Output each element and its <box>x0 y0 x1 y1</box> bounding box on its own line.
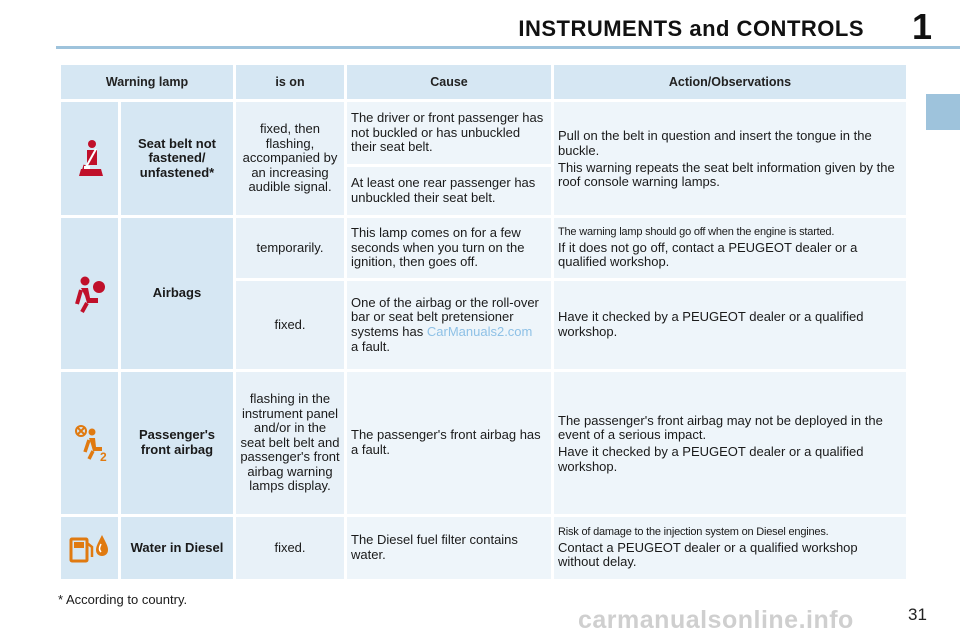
is-on-airbags-fixed: fixed. <box>236 281 344 369</box>
action-water-in-diesel-note: Risk of damage to the injection system o… <box>558 526 829 539</box>
action-airbags-1: The warning lamp should go off when the … <box>554 218 906 278</box>
is-on-water-in-diesel: fixed. <box>236 517 344 579</box>
passenger-airbag-off-icon: 2 <box>61 372 118 514</box>
page-title: INSTRUMENTS and CONTROLS <box>518 16 864 41</box>
table-row: Airbags temporarily. This lamp comes on … <box>61 218 906 369</box>
table-header-row: Warning lamp is on Cause Action/Observat… <box>61 65 906 99</box>
column-header-action: Action/Observations <box>554 65 906 99</box>
svg-text:2: 2 <box>100 450 107 463</box>
column-header-is-on: is on <box>236 65 344 99</box>
page-number: 31 <box>908 605 927 624</box>
airbag-icon <box>61 218 118 369</box>
cause-seat-belt-front: The driver or front passenger has not bu… <box>347 102 551 164</box>
action-seat-belt-text-1: Pull on the belt in question and insert … <box>558 128 872 158</box>
site-watermark: carmanualsonline.info <box>578 606 854 634</box>
action-passenger-airbag-text-1: The passenger's front airbag may not be … <box>558 412 883 443</box>
lamp-name-airbags: Airbags <box>121 218 233 369</box>
lamp-name-water-in-diesel: Water in Diesel <box>121 517 233 579</box>
column-header-cause: Cause <box>347 65 551 99</box>
is-on-seat-belt: fixed, then flashing, accompanied by an … <box>236 102 344 215</box>
cause-passenger-airbag: The passenger's front airbag has a fault… <box>347 372 551 514</box>
action-seat-belt-text-2: This warning repeats the seat belt infor… <box>558 159 895 190</box>
action-passenger-airbag: The passenger's front airbag may not be … <box>554 372 906 514</box>
warning-lamps-table: Warning lamp is on Cause Action/Observat… <box>58 62 909 582</box>
action-water-in-diesel-text: Contact a PEUGEOT dealer or a qualified … <box>558 539 858 570</box>
header-divider <box>56 46 960 49</box>
cause-airbags-fault-text: One of the airbag or the roll-over bar o… <box>351 294 539 339</box>
lamp-name-seat-belt: Seat belt not fastened/ unfastened* <box>121 102 233 215</box>
is-on-airbags-temporarily: temporarily. <box>236 218 344 278</box>
is-on-passenger-airbag: flashing in the instrument panel and/or … <box>236 372 344 514</box>
table-row: fixed. One of the airbag or the roll-ove… <box>61 281 906 369</box>
cause-airbags-fault-tail: a fault. <box>351 338 391 354</box>
table-row: At least one rear passenger has unbuckle… <box>61 167 906 215</box>
chapter-tab <box>926 94 960 130</box>
action-airbags-2: Have it checked by a PEUGEOT dealer or a… <box>554 281 906 369</box>
column-header-warning-lamp: Warning lamp <box>61 65 233 99</box>
action-passenger-airbag-text-2: Have it checked by a PEUGEOT dealer or a… <box>558 444 864 474</box>
table-row: Seat belt not fastened/ unfastened* fixe… <box>61 102 906 215</box>
action-airbags-text-1: If it does not go off, contact a PEUGEOT… <box>558 239 858 270</box>
action-water-in-diesel: Risk of damage to the injection system o… <box>554 517 906 579</box>
chapter-number: 1 <box>911 6 932 47</box>
water-in-diesel-icon <box>61 517 118 579</box>
footnote: * According to country. <box>58 592 188 607</box>
cause-airbags-fault: One of the airbag or the roll-over bar o… <box>347 281 551 369</box>
carmanuals-watermark: CarManuals2.com <box>426 324 533 339</box>
action-airbags-note: The warning lamp should go off when the … <box>558 226 835 239</box>
cause-water-in-diesel: The Diesel fuel filter contains water. <box>347 517 551 579</box>
cause-seat-belt-rear: At least one rear passenger has unbuckle… <box>347 167 551 215</box>
seat-belt-icon <box>61 102 118 215</box>
table-row: Water in Diesel fixed. The Diesel fuel f… <box>61 517 906 579</box>
lamp-name-passenger-airbag: Passenger's front airbag <box>121 372 233 514</box>
table-row: 2 Passenger's front airbag flashing in t… <box>61 372 906 514</box>
cause-airbags-ignition: This lamp comes on for a few seconds whe… <box>347 218 551 278</box>
action-seat-belt: Pull on the belt in question and insert … <box>554 102 906 215</box>
